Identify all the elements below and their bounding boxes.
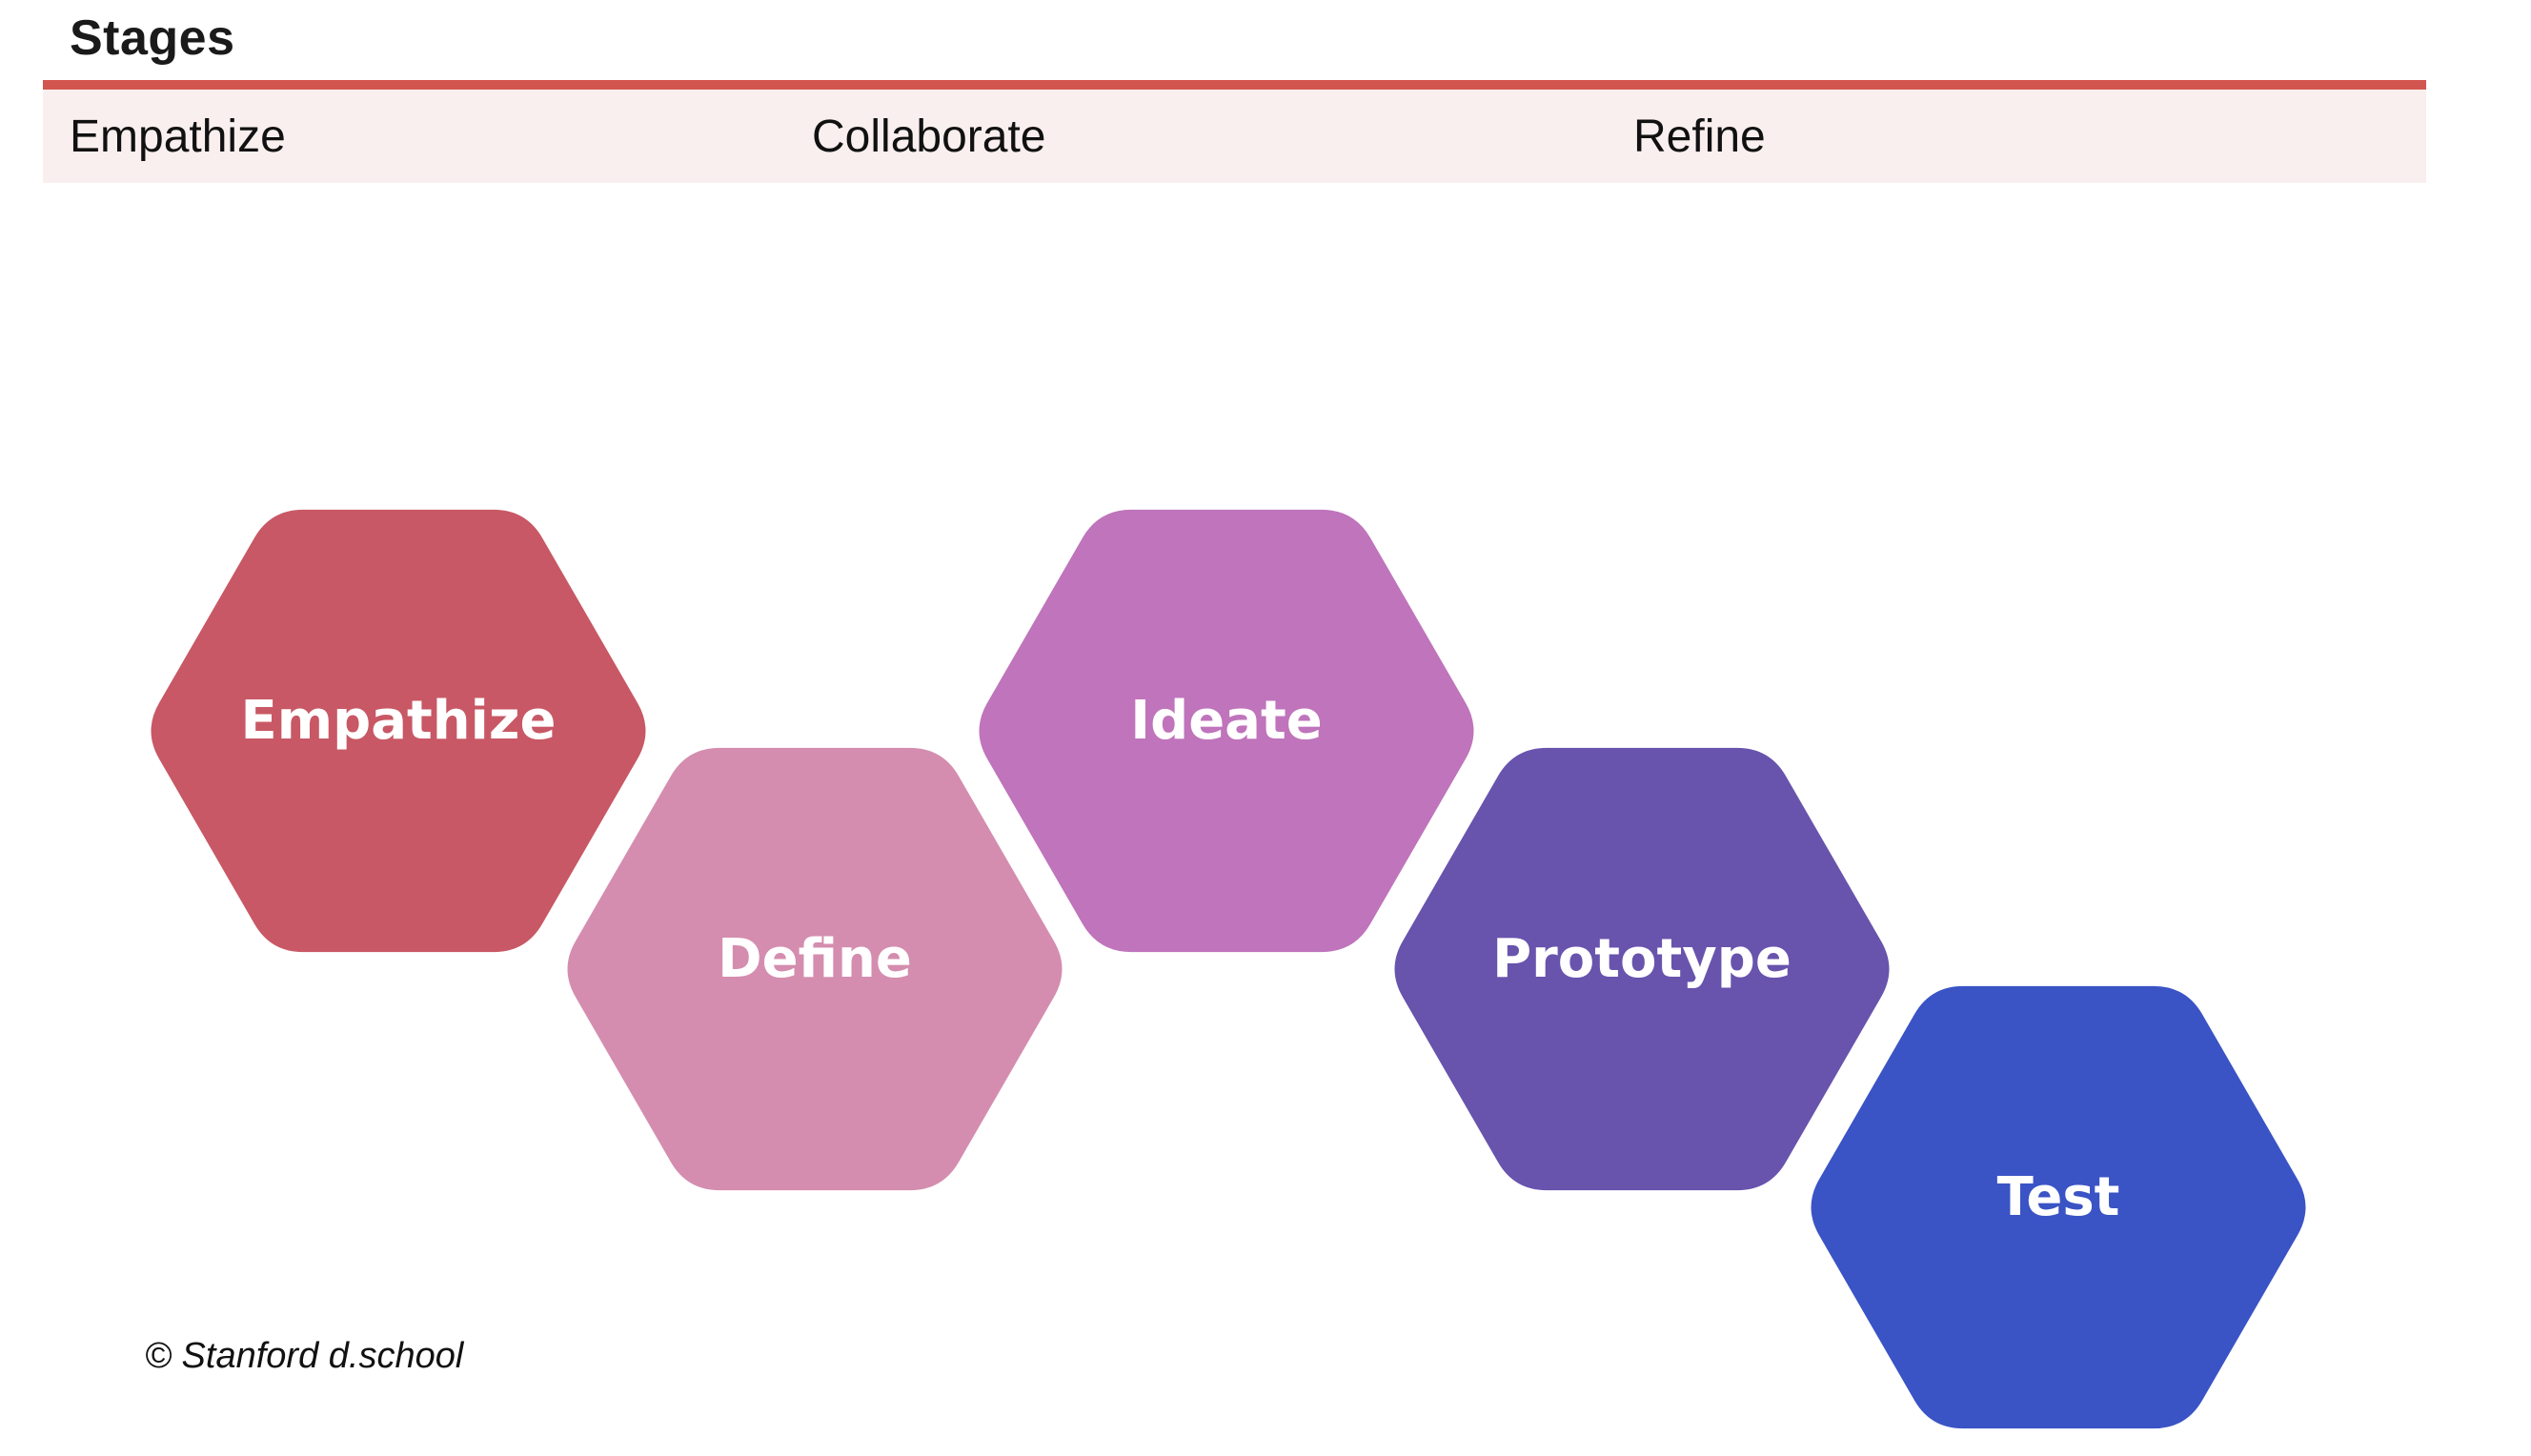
phase-ideate: Ideate <box>979 509 1474 953</box>
phase-empathize: Empathize <box>151 509 646 953</box>
phase-test-hexagon <box>1811 985 2306 1429</box>
stages-title: Stages <box>70 10 235 66</box>
phase-ideate-hexagon <box>979 509 1474 953</box>
phase-test-label: Test <box>1997 1166 2120 1228</box>
phase-define: Define <box>567 747 1063 1191</box>
phase-prototype-hexagon <box>1394 747 1890 1191</box>
copyright-credit: © Stanford d.school <box>145 1336 464 1376</box>
phase-empathize-label: Empathize <box>241 690 557 752</box>
stage-label-empathize: Empathize <box>70 111 286 162</box>
phase-prototype-label: Prototype <box>1492 928 1792 990</box>
phase-define-label: Define <box>718 928 912 990</box>
phase-define-hexagon <box>567 747 1063 1191</box>
stage-band <box>43 90 2426 183</box>
phase-test: Test <box>1811 985 2306 1429</box>
phase-empathize-hexagon <box>151 509 646 953</box>
header-rule <box>43 80 2426 90</box>
phase-prototype: Prototype <box>1394 747 1890 1191</box>
stage-label-refine: Refine <box>1633 111 1766 162</box>
stage-label-collaborate: Collaborate <box>812 111 1046 162</box>
phase-ideate-label: Ideate <box>1130 690 1322 752</box>
